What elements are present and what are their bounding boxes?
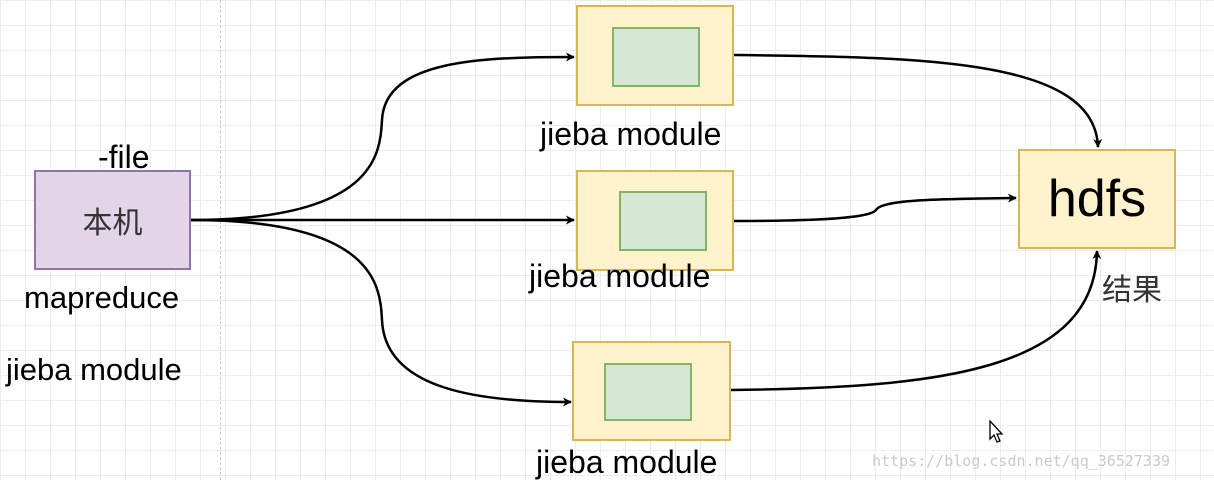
hdfs-label: hdfs [1047,170,1147,228]
module-inner-3 [604,363,692,421]
mapreduce-label: mapreduce [24,280,180,315]
edge-module-3-to-hdfs [730,250,1102,392]
module-label-2: jieba module [529,258,711,294]
edge-module-2-to-hdfs [732,193,1017,223]
module-label-1: jieba module [540,116,722,152]
edge-local-to-module-1 [190,52,575,222]
module-node-3[interactable] [572,341,731,441]
local-machine-label: 本机 [82,206,143,241]
local-machine-node[interactable]: 本机 [34,170,191,270]
result-label: 结果 [1102,273,1162,308]
edge-local-to-module-3 [190,218,572,407]
hdfs-node[interactable]: hdfs [1018,149,1176,249]
side-jieba-label: jieba module [6,352,182,387]
module-inner-1 [612,27,700,87]
file-label: -file [98,139,150,175]
edge-module-1-to-hdfs [732,53,1103,148]
module-node-2[interactable] [576,170,734,271]
mouse-cursor-icon [989,420,1004,443]
module-inner-2 [619,191,707,251]
watermark: https://blog.csdn.net/qq_36527339 [872,452,1171,470]
dashed-divider [220,0,221,480]
module-label-3: jieba module [536,444,718,480]
module-node-1[interactable] [576,5,734,106]
